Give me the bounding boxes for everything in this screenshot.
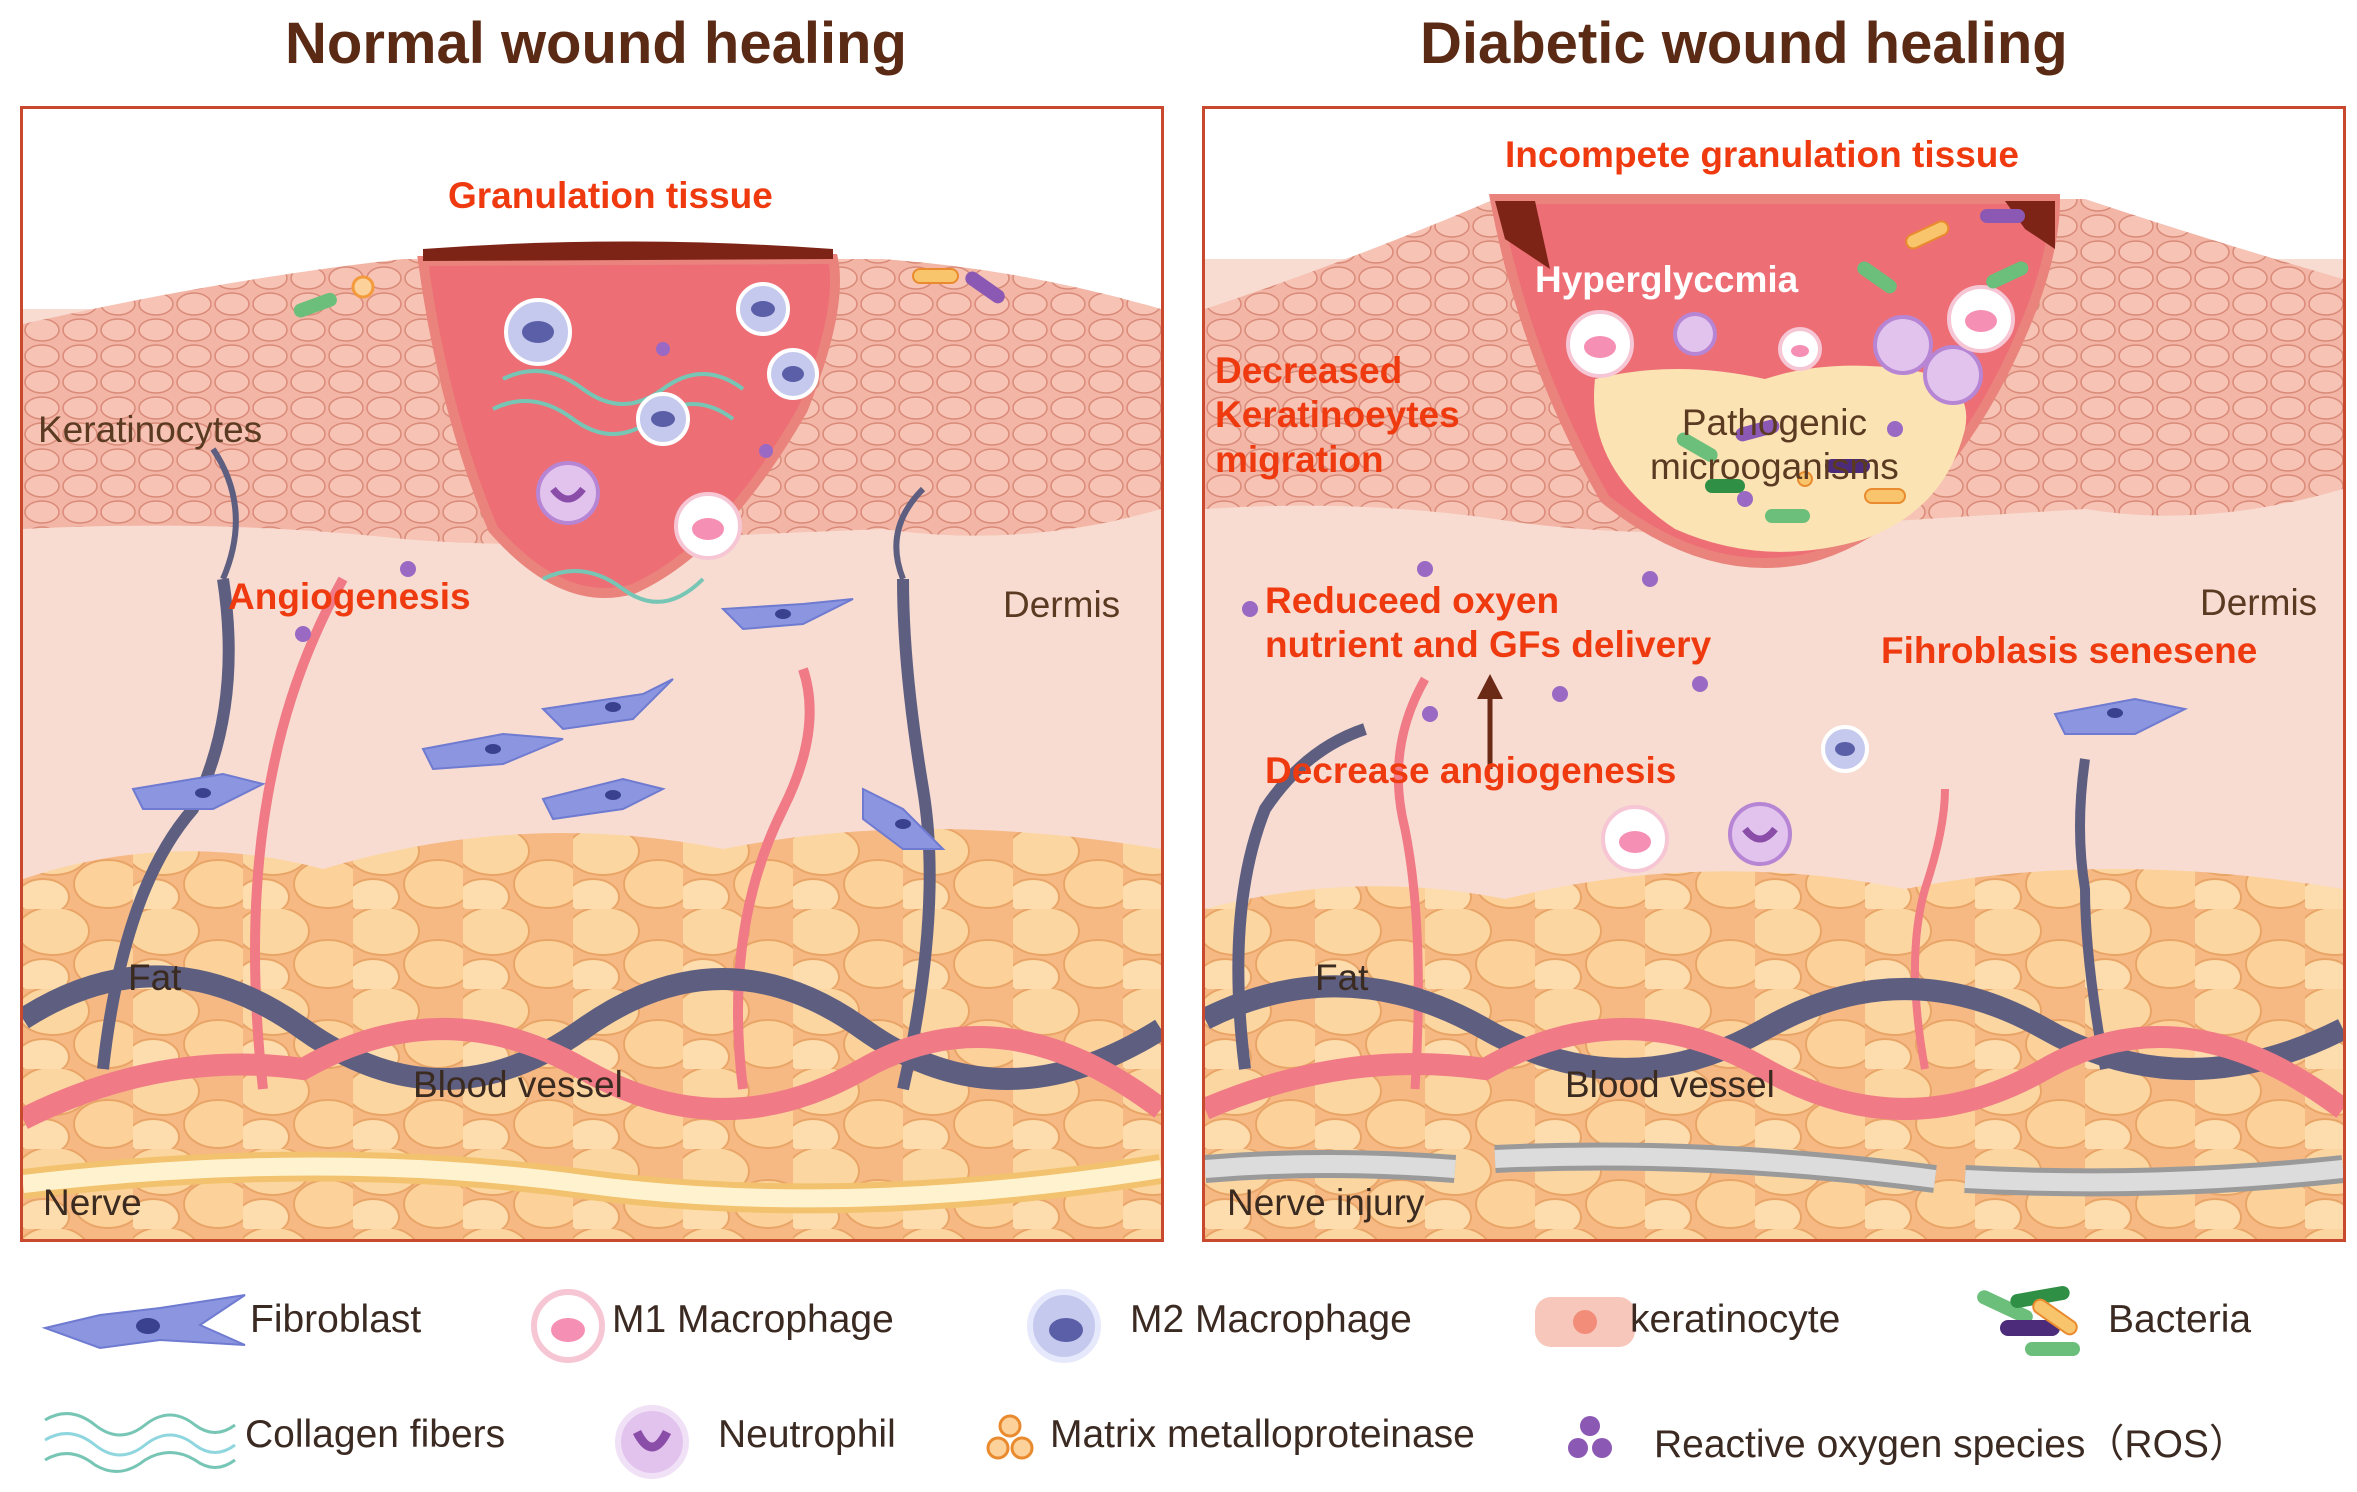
fibroblast-icon: [41, 1294, 246, 1350]
label-line: migration: [1215, 438, 1384, 480]
label-angiogenesis: Angiogenesis: [228, 576, 471, 617]
label-fat: Fat: [1315, 957, 1369, 998]
legend-bacteria: Bacteria: [2108, 1298, 2252, 1341]
pathogen-pool: [1594, 365, 1967, 552]
label-hyperglycemia: Hyperglyccmia: [1535, 259, 1799, 300]
legend-m1: M1 Macrophage: [612, 1298, 894, 1341]
label-dermis: Dermis: [2200, 582, 2318, 623]
dark-vessel: [23, 965, 1161, 1090]
label-line: Reduceed oxyen: [1265, 580, 1560, 621]
label-incomplete-granulation: Incompete granulation tissue: [1505, 134, 2019, 175]
label-keratinocytes: Keratinocytes: [38, 409, 263, 450]
legend-collagen: Collagen fibers: [245, 1413, 506, 1456]
label-granulation: Granulation tissue: [448, 175, 773, 216]
label-line: nutrient and GFs delivery: [1265, 624, 1712, 666]
title-normal: Normal wound healing: [285, 11, 907, 76]
legend-mmp: Matrix metalloproteinase: [1050, 1413, 1475, 1456]
label-line: Decreased: [1215, 350, 1403, 391]
m2-macrophage-icon: [1027, 1289, 1101, 1363]
label-reduced-oxygen: Reduceed oxyen nutrient and GFs delivery: [1265, 579, 1711, 668]
label-line: Keratinoeytes: [1215, 394, 1460, 436]
diabetic-illustration: [1205, 109, 2343, 1239]
panel-diabetic: Incompete granulation tissue Hyperglyccm…: [1202, 106, 2346, 1242]
fat-layer: [1205, 869, 2343, 1239]
label-blood-vessel: Blood vessel: [1565, 1064, 1775, 1105]
legend-fibroblast: Fibroblast: [250, 1298, 422, 1341]
title-diabetic: Diabetic wound healing: [1420, 11, 2068, 76]
pink-vessel: [23, 1018, 1161, 1129]
label-blood-vessel: Blood vessel: [413, 1064, 623, 1105]
label-decrease-angiogenesis: Decrease angiogenesis: [1265, 750, 1677, 791]
normal-illustration: [23, 109, 1161, 1239]
dark-vessel: [1205, 975, 2343, 1080]
m1-macrophage-icon: [531, 1289, 605, 1363]
label-line: Pathogenic: [1681, 402, 1867, 443]
label-line: microoganisms: [1650, 446, 1899, 488]
collagen-icon: [44, 1412, 236, 1473]
neutrophil-icon: [615, 1405, 689, 1479]
legend-ros: Reactive oxygen species（ROS）: [1654, 1423, 2248, 1466]
legend-keratinocyte: keratinocyte: [1630, 1298, 1841, 1341]
legend-neutrophil: Neutrophil: [718, 1413, 896, 1456]
label-nerve: Nerve: [43, 1182, 142, 1223]
label-fibroblast-senescence: Fihroblasis senesene: [1881, 630, 2258, 671]
label-pathogenic: Pathogenic microoganisms: [1650, 401, 1899, 490]
pink-vessel: [1205, 1018, 2343, 1120]
label-dermis: Dermis: [1003, 584, 1121, 625]
legend-m2: M2 Macrophage: [1130, 1298, 1412, 1341]
label-nerve-injury: Nerve injury: [1227, 1182, 1425, 1223]
mmp-icon: [986, 1414, 1034, 1460]
label-fat: Fat: [128, 957, 182, 998]
keratinocyte-icon: [1535, 1297, 1635, 1347]
ros-icon: [1568, 1416, 1612, 1458]
panel-normal: Granulation tissue Keratinocytes Angioge…: [20, 106, 1164, 1242]
bacteria-icon: [1977, 1286, 2080, 1356]
label-decreased-keratinocytes: Decreased Keratinoeytes migration: [1215, 349, 1460, 482]
